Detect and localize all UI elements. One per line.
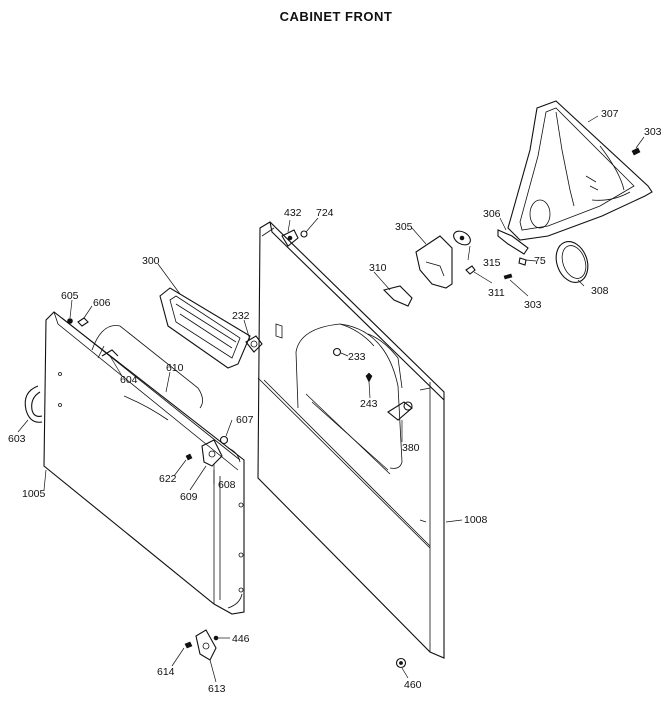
bolt-622 [185,453,193,461]
switch-380 [387,401,413,421]
clip-311 [465,265,476,275]
screw-605 [67,318,73,324]
label-613: 613 [208,683,226,695]
spring-604 [101,349,119,357]
bumper-232 [245,335,263,353]
screw-614 [184,641,193,649]
label-607: 607 [236,414,254,426]
screw-724 [300,230,308,238]
duct-assembly-307 [507,100,653,241]
label-306: 306 [483,208,501,220]
hinge-432 [281,229,299,247]
label-460: 460 [404,679,422,691]
label-1008: 1008 [464,514,488,526]
label-1005: 1005 [22,488,46,500]
label-603: 603 [8,433,26,445]
label-614: 614 [157,666,175,678]
front-panel-1008 [257,221,445,659]
label-608: 608 [218,479,236,491]
ring-308 [555,241,589,283]
label-446: 446 [232,633,250,645]
screw-243 [365,372,373,383]
screw-446 [213,635,219,641]
screw-303-lower [503,273,513,280]
label-305: 305 [395,221,413,233]
screw-303-top [631,147,641,156]
fuse-306 [497,229,529,255]
label-243: 243 [360,398,378,410]
label-604: 604 [120,374,138,386]
label-308: 308 [591,285,609,297]
label-311: 311 [488,287,505,299]
thermostat-315 [453,230,471,246]
handle-603 [24,385,43,423]
label-724: 724 [316,207,334,219]
label-380: 380 [402,442,420,454]
label-232: 232 [232,310,250,322]
hinge-613 [195,629,217,661]
label-303-top: 303 [644,126,662,138]
lamp-233 [332,347,342,357]
lint-filter-300 [159,287,251,369]
clip-75 [518,257,527,266]
catch-607 [219,435,229,445]
label-432: 432 [284,207,302,219]
label-609: 609 [180,491,198,503]
bracket-310 [382,285,413,307]
label-610: 610 [166,362,184,374]
screw-606 [77,317,89,327]
bumper-460 [395,657,407,669]
label-315: 315 [483,257,501,269]
label-605: 605 [61,290,79,302]
label-307: 307 [601,108,619,120]
hinge-608 [201,439,223,467]
leader-lines [17,115,645,683]
label-303-lower: 303 [524,299,542,311]
label-606: 606 [93,297,111,309]
diagram-title: CABINET FRONT [280,9,393,24]
label-75: 75 [534,255,546,267]
label-300: 300 [142,255,160,267]
door-1005 [43,311,245,615]
bracket-305 [415,235,453,289]
label-310: 310 [369,262,387,274]
label-233: 233 [348,351,366,363]
label-622: 622 [159,473,177,485]
